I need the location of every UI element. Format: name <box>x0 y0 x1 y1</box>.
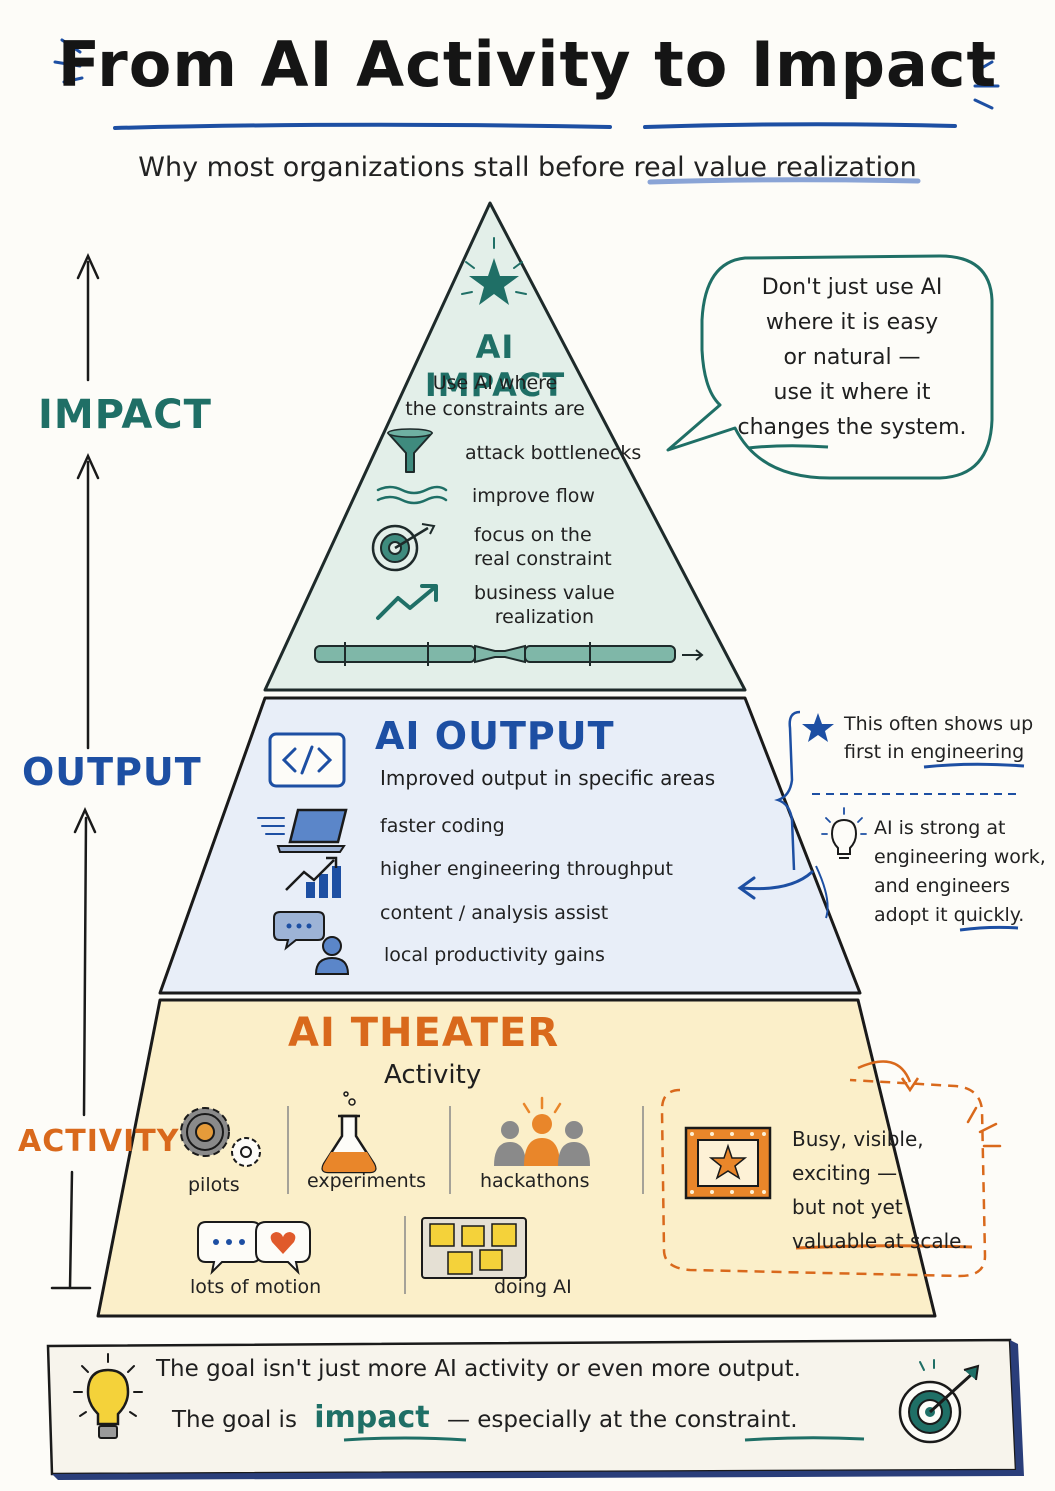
footer-impact-word: impact <box>314 1400 430 1435</box>
title-underline-2 <box>643 122 957 129</box>
activity-callout-line4: valuable at scale. <box>792 1229 968 1253</box>
activity-callout-box <box>660 1078 987 1278</box>
funnel-icon <box>387 428 433 473</box>
chat-bubble-icon <box>273 911 325 951</box>
activity-separators <box>287 1106 644 1294</box>
impact-subtitle-line2: the constraints are <box>405 398 585 420</box>
person-icon <box>314 936 350 975</box>
pipe-bottleneck-icon <box>314 642 704 666</box>
star-icon <box>461 237 527 305</box>
activity-item-motion: lots of motion <box>190 1276 322 1298</box>
page-subtitle: Why most organizations stall before real… <box>138 152 917 183</box>
footer-line1: The goal isn't just more AI activity or … <box>156 1356 801 1382</box>
impact-tier-title: AI IMPACT <box>424 328 566 404</box>
output-note2-line1: AI is strong at <box>874 817 1006 839</box>
activity-item-pilots: pilots <box>188 1174 240 1196</box>
output-note2-line4: adopt it quickly. <box>874 904 1025 926</box>
impact-callout-bubble <box>666 254 994 480</box>
framed-star-icon <box>684 1126 772 1200</box>
title-sparkle-right-icon <box>973 60 1000 110</box>
output-note-line2: first in engineering <box>844 741 1025 763</box>
output-tier-subtitle: Improved output in specific areas <box>380 766 716 790</box>
chat-heart-icon <box>197 1221 311 1276</box>
callout-curve-arrow <box>857 1060 912 1083</box>
activity-callout-text: Busy, visible, exciting — but not yet va… <box>792 1122 968 1258</box>
impact-callout-line2: where it is easy <box>765 310 939 335</box>
footer-line2-a: The goal is <box>172 1407 297 1433</box>
impact-callout-line4: use it where it <box>773 380 931 405</box>
output-note-line1: This often shows up <box>844 713 1034 735</box>
output-note2-line3: and engineers <box>874 875 1010 897</box>
output-tier-title: AI OUTPUT <box>375 714 615 758</box>
activity-callout-line2: exciting — <box>792 1161 898 1185</box>
output-note2-line2: engineering work, <box>874 846 1046 868</box>
activity-callout-line3: but not yet <box>792 1195 903 1219</box>
impact-callout-line5: changes the system. <box>737 415 967 440</box>
flask-icon <box>321 1091 377 1174</box>
impact-item-value-line1: business value <box>474 582 615 604</box>
page-title: From AI Activity to Impact <box>57 28 998 101</box>
impact-item-constraint-line2: real constraint <box>474 548 612 570</box>
impact-tier-subtitle: Use AI where the constraints are <box>380 370 610 422</box>
flow-waves-icon <box>376 485 448 505</box>
output-item-throughput: higher engineering throughput <box>380 858 673 880</box>
impact-item-value: business value realization <box>474 581 615 629</box>
activity-tier-title: AI THEATER <box>288 1010 560 1056</box>
axis-label-impact: IMPACT <box>38 392 212 438</box>
people-group-icon <box>494 1096 590 1166</box>
activity-callout-line1: Busy, visible, <box>792 1127 924 1151</box>
footer-line2-c: — especially at the <box>446 1407 668 1433</box>
subtitle-underline <box>647 177 921 185</box>
output-item-coding: faster coding <box>380 815 505 837</box>
output-note-adoption: AI is strong at engineering work, and en… <box>874 814 1046 930</box>
impact-item-flow: improve flow <box>472 485 595 507</box>
impact-callout-text: Don't just use AI where it is easy or na… <box>732 270 972 445</box>
axis-label-activity: ACTIVITY <box>18 1124 180 1159</box>
sticky-notes-icon <box>421 1217 527 1279</box>
footer-constraint-word: constraint. <box>674 1407 798 1433</box>
title-sparkle-left-icon <box>53 38 84 84</box>
activity-item-experiments: experiments <box>307 1170 427 1192</box>
target-icon <box>371 523 436 572</box>
notes-arrow <box>740 870 814 891</box>
note-star-icon <box>802 713 834 742</box>
lightbulb-icon <box>73 1353 143 1439</box>
activity-tier-subtitle: Activity <box>384 1060 482 1090</box>
output-item-content: content / analysis assist <box>380 902 609 924</box>
output-note-engineering: This often shows up first in engineering <box>844 710 1033 766</box>
impact-callout-line1: Don't just use AI <box>761 275 943 300</box>
bar-chart-icon <box>285 856 341 898</box>
impact-item-constraint: focus on the real constraint <box>474 523 612 571</box>
progress-axis <box>50 252 100 1290</box>
impact-subtitle-line1: Use AI where <box>432 372 558 394</box>
axis-label-output: OUTPUT <box>22 750 202 794</box>
impact-item-constraint-line1: focus on the <box>474 524 592 546</box>
callout-underline <box>747 444 829 450</box>
gears-icon <box>180 1107 261 1167</box>
notes-brace <box>774 710 801 871</box>
title-underline-1 <box>113 122 612 130</box>
activity-item-hackathons: hackathons <box>480 1170 590 1192</box>
footer-line2: The goal is impact — especially at the c… <box>172 1400 798 1435</box>
impact-callout-line3: or natural — <box>783 345 921 370</box>
goal-target-icon <box>898 1359 980 1444</box>
impact-item-bottlenecks: attack bottlenecks <box>465 442 642 464</box>
output-item-productivity: local productivity gains <box>384 944 605 966</box>
laptop-icon <box>257 808 348 853</box>
activity-item-doing-ai: doing AI <box>494 1276 572 1298</box>
trend-up-icon <box>376 584 438 620</box>
impact-item-value-line2: realization <box>494 606 595 628</box>
lightbulb-small-icon <box>821 807 867 859</box>
code-icon <box>268 732 346 788</box>
burst-icon <box>966 1106 1002 1148</box>
